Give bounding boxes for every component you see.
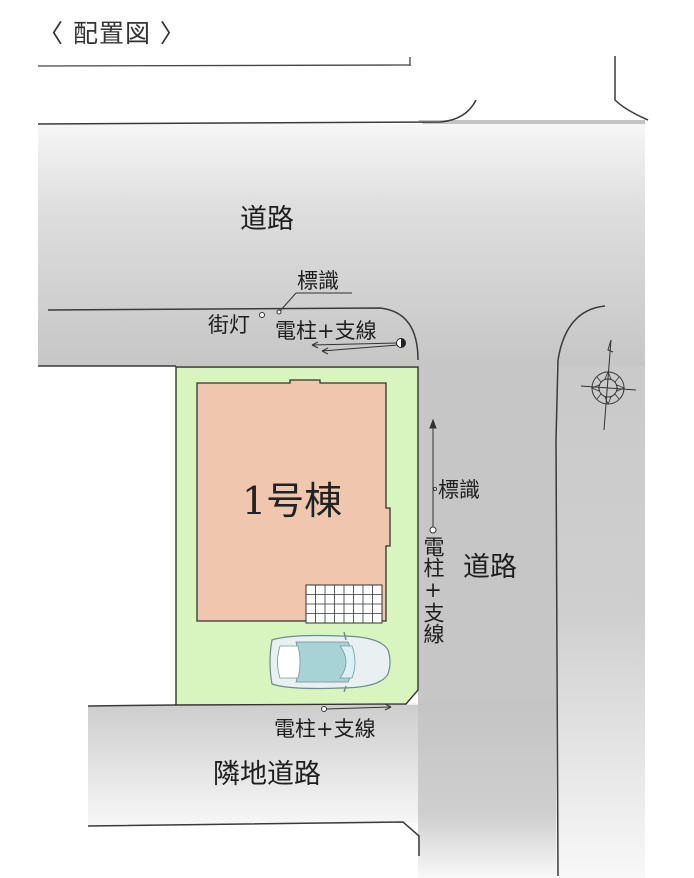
south-road-label: 隣地道路 (213, 759, 321, 790)
north-annotations (259, 292, 399, 355)
streetlight-label: 街灯 (208, 313, 250, 337)
pole-north-label: 電柱+支線 (275, 319, 377, 343)
pole-east-label: 電柱+支線 (421, 536, 445, 644)
east-road (418, 120, 645, 878)
compass-icon (580, 339, 637, 431)
north-road (38, 124, 645, 366)
car-icon (269, 631, 391, 693)
east-road-label: 道路 (463, 552, 517, 583)
terrace-grid (305, 584, 383, 624)
page-title: 〈 配置図 〉 (38, 19, 186, 48)
building-1 (196, 379, 391, 622)
pole-south-label: 電柱+支線 (274, 717, 376, 741)
sign-north-label: 標識 (297, 269, 339, 293)
utility-pole-north-icon (396, 338, 406, 348)
road-outlines (37, 56, 649, 877)
header-rule (37, 57, 411, 67)
south-annotations (321, 703, 392, 712)
building-label: 1号棟 (242, 479, 343, 523)
sign-east-label: 標識 (438, 478, 480, 502)
east-annotations (429, 418, 437, 534)
north-road-label: 道路 (240, 204, 294, 235)
